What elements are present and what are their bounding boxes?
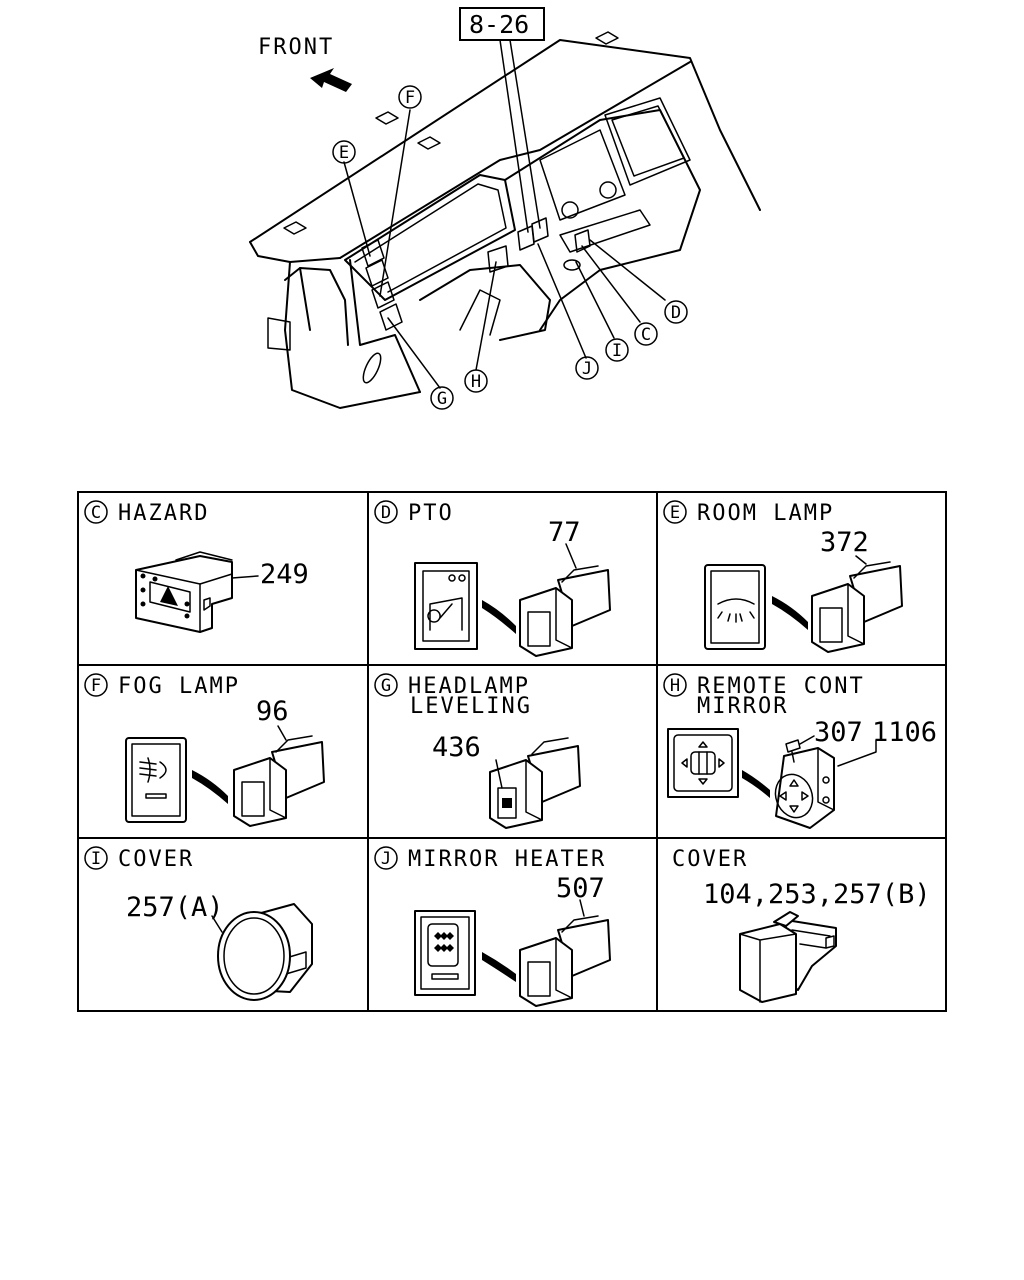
panel-letter-badge	[84, 500, 108, 524]
dash-top-outline	[249, 39, 761, 243]
part-number: 507	[556, 873, 605, 904]
svg-text:D: D	[671, 303, 681, 323]
fog-lamp-icon	[139, 757, 167, 783]
panel-letter-badge	[374, 846, 398, 870]
part-number: 307	[814, 717, 863, 748]
panel-letter-badge	[374, 673, 398, 697]
callout-g: G	[430, 386, 454, 410]
panel-fog-lamp: F FOG LAMP 96	[84, 673, 325, 827]
callout-d: D	[664, 300, 688, 324]
pto-icon	[427, 597, 463, 631]
svg-text:G: G	[437, 389, 447, 409]
ref-box	[459, 7, 545, 41]
svg-text:C: C	[91, 503, 101, 523]
part-number: 249	[260, 559, 309, 590]
svg-text:G: G	[381, 676, 391, 696]
svg-text:E: E	[339, 143, 349, 163]
panel-letter-badge	[663, 673, 687, 697]
panel-title: MIRROR HEATER	[408, 847, 606, 872]
callout-e: E	[332, 140, 356, 164]
panel-headlamp-leveling: G HEADLAMP LEVELING 436	[374, 673, 581, 829]
panel-title: HAZARD	[118, 501, 209, 526]
room-lamp-icon	[717, 598, 755, 623]
front-label: FRONT	[258, 35, 334, 60]
panel-title: HEADLAMP	[408, 674, 530, 699]
panel-mirror-heater: J MIRROR HEATER 507	[374, 846, 611, 1007]
svg-text:E: E	[670, 503, 680, 523]
panel-pto: D PTO 77	[374, 500, 611, 657]
panel-letter-badge	[84, 673, 108, 697]
panel-remote-cont-mirror: H REMOTE CONT MIRROR 307 1106	[663, 673, 937, 829]
svg-text:J: J	[582, 359, 592, 379]
part-number: 372	[820, 527, 869, 558]
cluster-hood	[344, 174, 516, 301]
panel-cover-i: I COVER 257(A)	[84, 846, 313, 1001]
panel-title: ROOM LAMP	[697, 501, 834, 526]
panel-letter-badge	[663, 500, 687, 524]
part-number: 436	[432, 732, 481, 763]
mirror-heater-icon	[427, 923, 459, 967]
svg-text:I: I	[91, 849, 101, 869]
callout-f: F	[398, 85, 422, 109]
part-number: 1106	[872, 717, 937, 748]
svg-text:J: J	[381, 849, 391, 869]
svg-text:F: F	[91, 676, 101, 696]
panel-letter-badge	[84, 846, 108, 870]
panel-cover-b: COVER 104,253,257(B)	[672, 847, 931, 1003]
svg-text:I: I	[612, 341, 622, 361]
dashboard-overview: FRONT 8-26	[249, 7, 761, 410]
center-stack	[504, 109, 701, 331]
panel-title: PTO	[408, 501, 454, 526]
hazard-triangle-icon	[160, 586, 178, 606]
panel-title: COVER	[118, 847, 194, 872]
ref-box-label: 8-26	[469, 10, 529, 39]
part-number: 96	[256, 696, 289, 727]
panel-title: REMOTE CONT	[697, 674, 865, 699]
part-number: 104,253,257(B)	[703, 879, 931, 910]
svg-text:H: H	[471, 372, 481, 392]
parts-grid	[77, 491, 947, 1012]
callout-c: C	[634, 322, 658, 346]
panel-subtitle: LEVELING	[410, 694, 532, 719]
grid-border	[77, 491, 947, 1012]
part-number: 77	[548, 517, 581, 548]
panel-letter-badge	[374, 500, 398, 524]
callout-j: J	[575, 356, 599, 380]
svg-text:C: C	[641, 325, 651, 345]
callout-i: I	[605, 338, 629, 362]
svg-text:H: H	[670, 676, 680, 696]
svg-text:D: D	[381, 503, 391, 523]
panel-subtitle: MIRROR	[697, 694, 788, 719]
svg-text:F: F	[405, 88, 415, 108]
part-number: 257(A)	[126, 892, 224, 923]
mirror-joystick-icon	[681, 741, 725, 785]
panel-hazard: C HAZARD 249	[84, 500, 309, 633]
callout-h: H	[464, 369, 488, 393]
front-arrow-icon	[310, 68, 352, 92]
panel-room-lamp: E ROOM LAMP 372	[663, 500, 903, 653]
panel-title: FOG LAMP	[118, 674, 240, 699]
panel-title: COVER	[672, 847, 748, 872]
